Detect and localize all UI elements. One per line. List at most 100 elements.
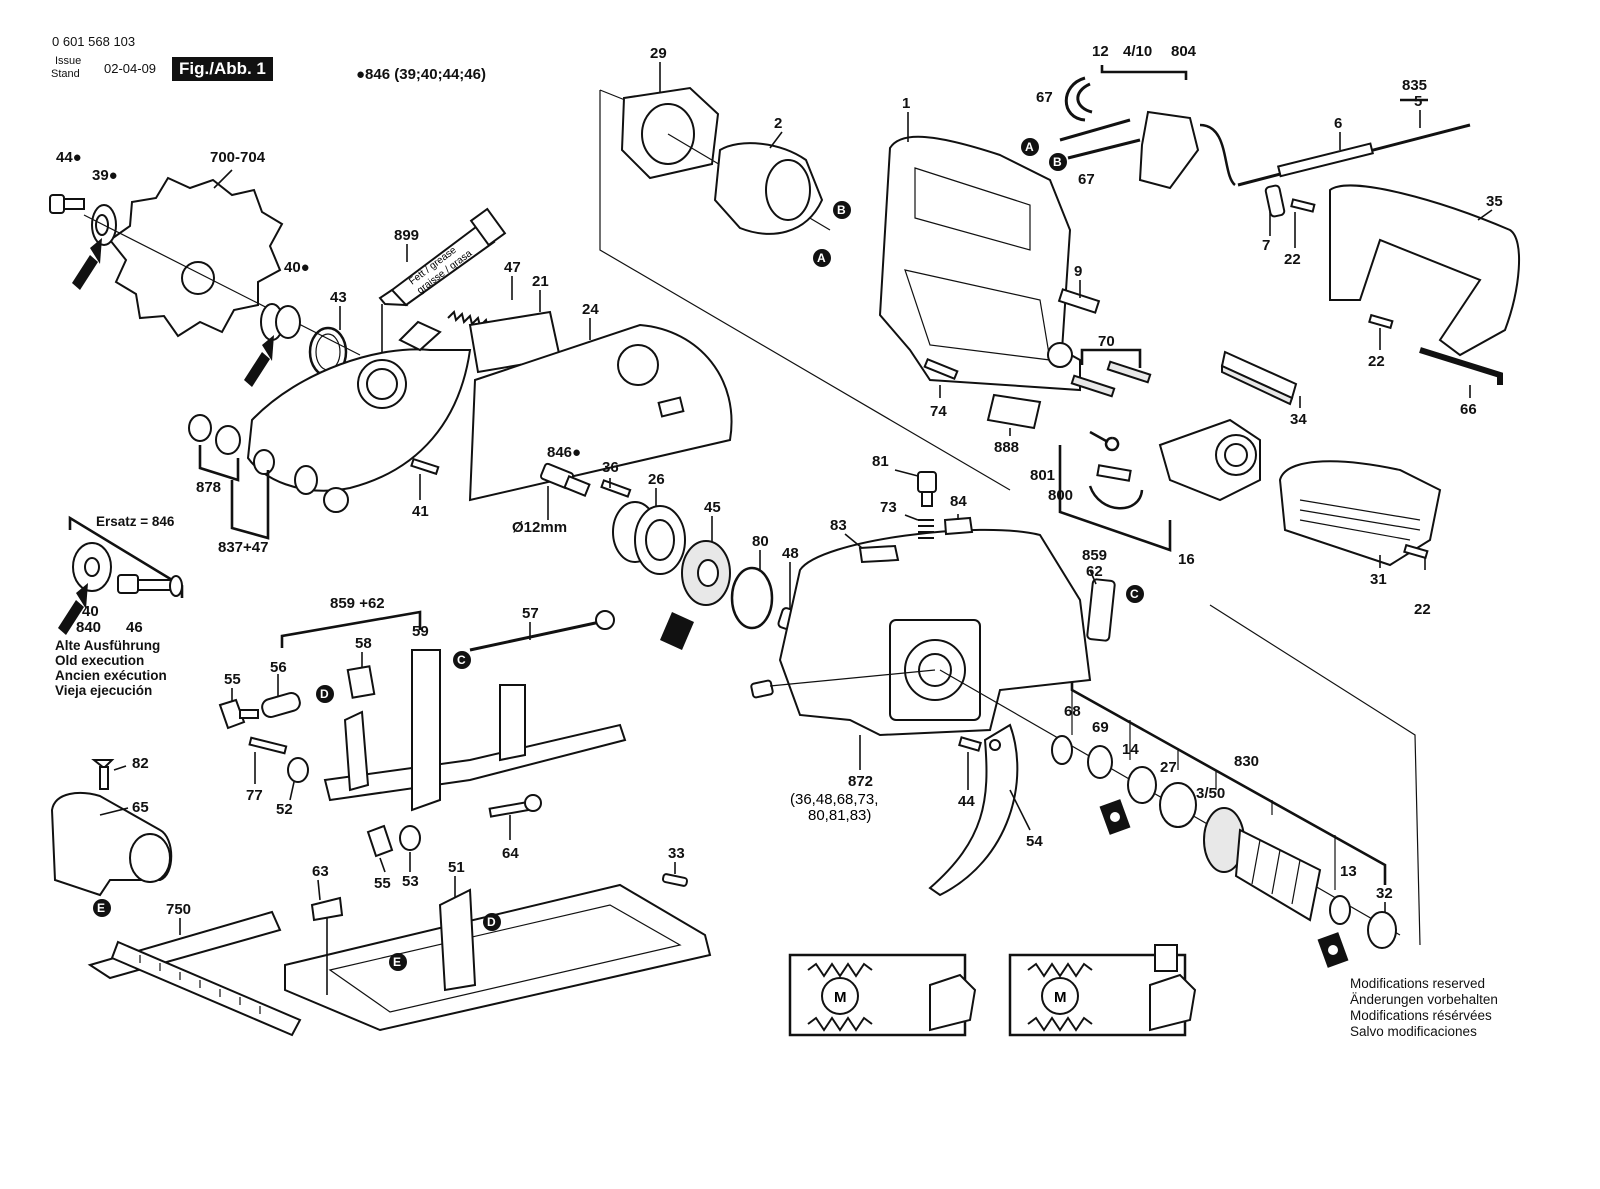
label-35: 35 (1486, 193, 1503, 210)
leader-65 (99, 807, 129, 816)
connector-b-1-letter: B (1053, 155, 1062, 169)
connector-c-1-letter: C (1130, 587, 1139, 601)
label-5: 5 (1414, 93, 1422, 110)
label-62: 62 (1086, 563, 1103, 580)
wing-screw-55 (218, 698, 259, 730)
label-67b: 67 (1078, 171, 1095, 188)
connector-b-2: B (833, 201, 851, 219)
brushes-70 (1070, 360, 1152, 398)
label-83 (858, 544, 900, 564)
label-54: 54 (1026, 833, 1043, 850)
label-837-47: 837+47 (218, 539, 268, 556)
cable-6 (1237, 123, 1471, 187)
label-39: 39● (92, 167, 118, 184)
fan-guide-859 (1086, 578, 1116, 642)
connector-b-1: B (1049, 153, 1067, 171)
modifications-note: Modifications reserved Änderungen vorbeh… (1350, 976, 1498, 1040)
label-846: 846● (547, 444, 581, 461)
old-execution-de: Alte Ausführung (55, 638, 161, 653)
label-804: 804 (1171, 43, 1197, 60)
bracket-16 (1058, 498, 1172, 552)
figure-badge: Fig./Abb. 1 (172, 57, 273, 81)
label-46: 46 (126, 619, 143, 636)
screw-22-cover (1403, 543, 1429, 560)
label-65: 65 (132, 799, 149, 816)
label-40a: 40● (284, 259, 310, 276)
label-9: 9 (1074, 263, 1082, 280)
flange-40-icon (260, 303, 301, 341)
cable-clamp-7 (1264, 184, 1286, 218)
clamp-58 (346, 665, 376, 699)
label-52: 52 (276, 801, 293, 818)
label-840: 840 (76, 619, 101, 636)
modifications-es: Salvo modificaciones (1350, 1024, 1477, 1039)
connector-d-2-letter: D (487, 915, 496, 929)
label-84: 84 (950, 493, 967, 510)
wrench-arrow-icon-2 (244, 335, 274, 387)
label-22c: 22 (1414, 601, 1431, 618)
label-59: 59 (412, 623, 429, 640)
brush-holder-assembly (1088, 418, 1261, 510)
label-34: 34 (1290, 411, 1307, 428)
label-16: 16 (1178, 551, 1195, 568)
note-846: ●846 (39;40;44;46) (356, 66, 486, 83)
connector-c-1: C (1126, 585, 1144, 603)
label-700-704: 700-704 (210, 149, 266, 166)
gear-45 (681, 540, 731, 606)
bracket-12-804 (1100, 65, 1188, 80)
upper-blade-guard-24 (468, 323, 733, 502)
label-81: 81 (872, 453, 889, 470)
connector-a-1: A (1021, 138, 1039, 156)
connector-e-2: E (389, 953, 407, 971)
spindle-46-old (117, 574, 183, 597)
label-1: 1 (902, 95, 910, 112)
bearing-housing-26 (612, 501, 686, 575)
wrench-arrow-icon-1 (72, 238, 102, 290)
saw-blade (108, 176, 284, 338)
label-64: 64 (502, 845, 519, 862)
label-66: 66 (1460, 401, 1477, 418)
wrench-arrow-icon-3 (58, 583, 88, 635)
leader-35 (1477, 209, 1493, 221)
connector-a-2: A (813, 249, 831, 267)
connector-a-1-letter: A (1025, 140, 1034, 154)
bushing-small (750, 679, 774, 699)
angle-guide-750 (87, 910, 302, 1037)
leader-700 (213, 169, 233, 189)
label-872: 872 (848, 773, 873, 790)
leader-859 (1089, 569, 1097, 585)
label-26: 26 (648, 471, 665, 488)
lower-blade-guard (246, 320, 472, 492)
old-execution-es: Vieja ejecución (55, 683, 153, 698)
label-801: 801 (1030, 467, 1055, 484)
leader-73 (904, 514, 919, 521)
leader-55b (379, 857, 386, 873)
label-12: 12 (1092, 43, 1109, 60)
nut-52 (287, 757, 309, 783)
part-number: 0 601 568 103 (52, 34, 136, 49)
label-55a: 55 (224, 671, 241, 688)
bearing-tag-icon-2 (1317, 932, 1349, 968)
screw-22-handle (1368, 313, 1394, 330)
label-7: 7 (1262, 237, 1270, 254)
p872-contents-2: 80,81,83) (808, 807, 871, 824)
label-68: 68 (1064, 703, 1081, 720)
label-22b: 22 (1368, 353, 1385, 370)
modifications-en: Modifications reserved (1350, 976, 1486, 991)
leader-63 (317, 879, 321, 901)
label-74: 74 (930, 403, 947, 420)
wing-screw-55b (366, 824, 394, 858)
label-13: 13 (1340, 863, 1357, 880)
p872-contents-1: (36,48,68,73, (790, 791, 878, 808)
handle-35 (1329, 184, 1520, 357)
issue-label: Issue (55, 55, 82, 67)
label-22a: 22 (1284, 251, 1301, 268)
label-859: 859 (1082, 547, 1107, 564)
connector-e-1-letter: E (97, 901, 105, 915)
label-800: 800 (1048, 487, 1073, 504)
sleeve-56 (261, 692, 301, 718)
motor-cover-31 (1278, 460, 1442, 567)
label-14: 14 (1122, 741, 1139, 758)
grease-tube-899: Fett / grease graisse / grasa (378, 207, 507, 307)
